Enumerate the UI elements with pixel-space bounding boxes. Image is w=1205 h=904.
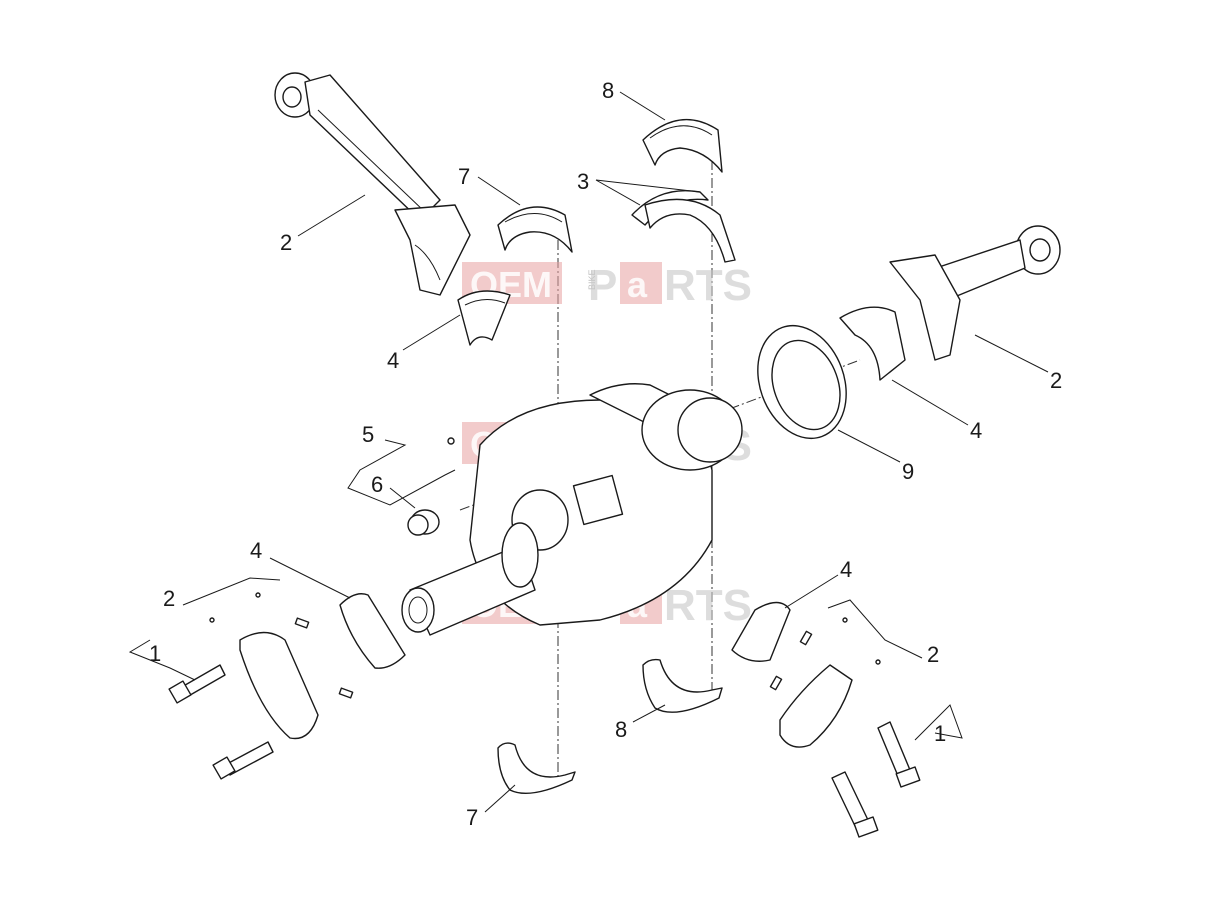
callout-labels: 2 4 7 8 3 2 4 9 5 6 4 2 1 7 8 4 2 1 (149, 78, 1062, 830)
connecting-rod-top-left (274, 72, 471, 296)
leader-lines (128, 91, 1049, 813)
leader-3a (595, 179, 701, 193)
leader-2-bottom-left (182, 577, 281, 606)
bearing-shell-top (457, 290, 511, 346)
watermark-rts-text: RTS (664, 581, 752, 630)
rod-bolts-left (168, 664, 274, 780)
main-bearing-8-bottom (642, 658, 723, 713)
leader-2-right (974, 334, 1049, 373)
leader-9 (837, 429, 901, 463)
main-bearing-bottom (497, 742, 576, 795)
leader-1-right (914, 704, 963, 741)
leader-2-bottom-right (827, 599, 923, 659)
leader-4-right (891, 379, 969, 426)
watermark-top: OEM BIKE P a RTS (462, 261, 752, 310)
callout-7-top: 7 (458, 164, 470, 189)
callout-6: 6 (371, 472, 383, 497)
callout-1-left: 1 (149, 641, 161, 666)
bearing-shell-bottom-right (731, 601, 791, 662)
crankshaft (401, 383, 743, 636)
leader-5 (347, 439, 456, 506)
leader-7-top (477, 176, 521, 206)
pin-5 (447, 437, 455, 445)
main-bearing-8-top (642, 118, 723, 173)
watermark-a-text: a (627, 264, 648, 305)
callout-9: 9 (902, 459, 914, 484)
thrust-washers (631, 190, 736, 263)
callout-2-bottom-right: 2 (927, 642, 939, 667)
leader-4-bottom-right (784, 574, 839, 609)
callout-2-bottom-left: 2 (163, 586, 175, 611)
leader-4-top (402, 314, 461, 351)
oil-seal (757, 324, 847, 440)
bushing (407, 509, 440, 536)
bearing-shell-right (839, 306, 906, 381)
callout-1-right: 1 (934, 721, 946, 746)
watermark-rts-text: RTS (664, 261, 752, 310)
callout-4-mid-left: 4 (250, 538, 262, 563)
callout-2-top-left: 2 (280, 230, 292, 255)
leader-4-mid-left (269, 557, 351, 599)
callout-4-top: 4 (387, 348, 399, 373)
rod-cap-bottom-right (769, 617, 881, 748)
leader-7-bottom (484, 784, 516, 813)
leader-1-left (128, 639, 196, 681)
leader-8-bottom (632, 704, 666, 723)
callout-7-bottom: 7 (466, 805, 478, 830)
rod-cap-bottom-left (209, 592, 354, 740)
callout-8-top: 8 (602, 78, 614, 103)
callout-4-bottom-right: 4 (840, 557, 852, 582)
watermark-p-text: P (588, 261, 617, 310)
callout-8-bottom: 8 (615, 717, 627, 742)
leader-2-top-left (297, 194, 366, 237)
callout-5: 5 (362, 422, 374, 447)
main-bearing-top (497, 206, 573, 253)
bearing-shell-mid-left (339, 593, 406, 669)
watermark-bike-text: BIKE (587, 269, 597, 290)
leader-6 (389, 487, 416, 509)
connecting-rod-right (889, 225, 1061, 361)
callout-2-right: 2 (1050, 368, 1062, 393)
callout-3: 3 (577, 169, 589, 194)
callout-4-right: 4 (970, 418, 982, 443)
leader-8-top (619, 91, 666, 121)
rod-bolts-right (831, 721, 921, 838)
leader-3b (595, 179, 641, 206)
